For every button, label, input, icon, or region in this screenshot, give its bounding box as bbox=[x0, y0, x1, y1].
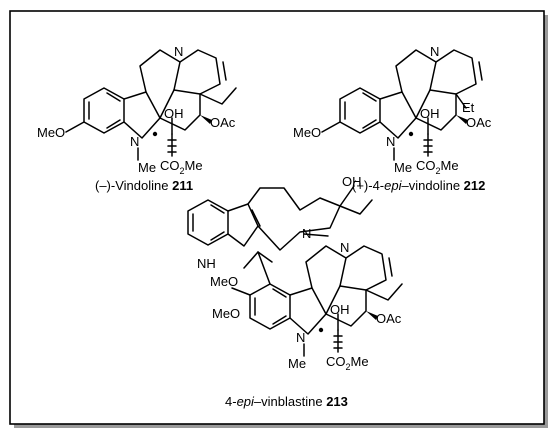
label-acetoxy: OAc bbox=[466, 115, 492, 130]
label-methoxy: MeO bbox=[293, 125, 321, 140]
label-n-methyl: Me bbox=[394, 160, 412, 175]
label-n-indoline: N bbox=[130, 134, 139, 149]
label-n-methyl: Me bbox=[288, 356, 306, 371]
structure-vindoline-211: MeO N Me N N OH OAc CO2Me bbox=[37, 44, 237, 176]
label-n-ring: N bbox=[430, 44, 439, 59]
structure-epi-vinblastine-213: NH N OH MeO MeO N Me N OH OAc CO2Me bbox=[187, 174, 403, 372]
label-n-ring-visible: N bbox=[174, 44, 183, 59]
structure-epi-vindoline-212: MeO N Me N OH Et OAc CO2Me bbox=[293, 44, 492, 176]
caption-vindoline-211: (–)-Vindoline 211 bbox=[95, 178, 193, 193]
label-acetoxy: OAc bbox=[376, 311, 402, 326]
label-methoxy: MeO bbox=[212, 306, 240, 321]
label-hydroxyl: OH bbox=[420, 106, 440, 121]
label-ester: CO2Me bbox=[160, 158, 203, 176]
label-ester: CO2Me bbox=[326, 354, 369, 372]
frame-border bbox=[9, 10, 545, 425]
label-n-methyl: Me bbox=[138, 160, 156, 175]
caption-epi-vindoline-212: (+)-4-epi–vindoline 212 bbox=[352, 178, 485, 193]
label-ethyl: Et bbox=[462, 100, 475, 115]
label-n-upper: N bbox=[302, 226, 311, 241]
frame-background bbox=[10, 11, 544, 424]
label-ester: CO2Me bbox=[416, 158, 459, 176]
label-ester-upper: MeO bbox=[210, 274, 238, 289]
label-indole-nh: NH bbox=[197, 256, 216, 271]
label-hydroxyl: OH bbox=[164, 106, 184, 121]
label-hydroxyl-upper: OH bbox=[342, 174, 362, 189]
label-hydroxyl: OH bbox=[330, 302, 350, 317]
label-methoxy: MeO bbox=[37, 125, 65, 140]
label-acetoxy: OAc bbox=[210, 115, 236, 130]
label-n-ring: N bbox=[340, 240, 349, 255]
label-n-indoline: N bbox=[386, 134, 395, 149]
caption-epi-vinblastine-213: 4-epi–vinblastine 213 bbox=[225, 394, 348, 409]
label-n-indoline: N bbox=[296, 330, 305, 345]
